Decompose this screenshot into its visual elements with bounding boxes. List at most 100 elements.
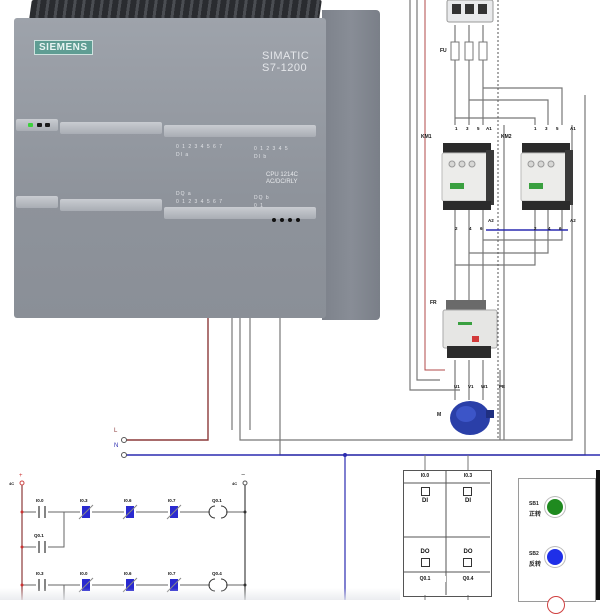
terminal-label: A1 [486, 126, 492, 131]
motor-terminal-label: PE [499, 384, 505, 389]
l-label: L [114, 428, 118, 434]
contact-label: I0.0 [36, 498, 44, 503]
do-type-label: DO [420, 549, 430, 555]
motor-terminal-label: V1 [468, 384, 474, 389]
contact-label: I0.7 [168, 571, 176, 576]
control-panel: SB1 正转 SB2 反转 [518, 478, 596, 614]
io-module-grid [403, 470, 490, 595]
dq-channels-a: 0 1 2 3 4 5 6 7 [176, 199, 223, 205]
rail-node [20, 583, 24, 587]
forward-button[interactable] [547, 499, 563, 515]
dq-channels-b: 0 1 [254, 203, 264, 209]
error-led [37, 123, 42, 127]
coil-gap [210, 505, 226, 519]
contact-nc-slash [166, 504, 182, 520]
sb1-label: 正转 [529, 512, 542, 518]
di-indicator-1 [463, 487, 472, 496]
left-rail-polarity: + [19, 473, 23, 479]
simatic-label: SIMATIC S7-1200 [262, 50, 309, 74]
contact-gap [36, 541, 48, 553]
l-terminal [121, 437, 127, 443]
terminal-label: 3 [466, 126, 469, 131]
terminal-label: A2 [570, 218, 576, 223]
terminal-label: 4 [469, 226, 472, 231]
sb2-id: SB2 [529, 551, 539, 557]
contact-label: I0.0 [80, 571, 88, 576]
do-indicator-0 [421, 558, 430, 567]
thermal-relay-fr [442, 300, 498, 358]
di-type-label: DI [422, 498, 428, 504]
series-line1: SIMATIC [262, 50, 310, 62]
motor-terminal-label: U1 [454, 384, 460, 389]
io-cover-strip-bottom [164, 207, 316, 219]
coil-label: Q0.1 [212, 498, 222, 503]
do-indicator-1 [463, 558, 472, 567]
reverse-button[interactable] [547, 549, 563, 565]
breaker-toggle [465, 4, 474, 14]
io-led [272, 218, 276, 222]
breaker-toggle [452, 4, 461, 14]
terminal-label: 5 [477, 126, 480, 131]
io-output-address: Q0.4 [447, 576, 489, 582]
right-terminal-label: 4C [232, 481, 237, 486]
siemens-logo: SIEMENS [34, 40, 93, 55]
frame-edge [596, 470, 600, 600]
terminal-label: 6 [559, 226, 562, 231]
branch-contact-label: Q0.1 [34, 533, 44, 538]
power-wires [231, 0, 586, 456]
fuse-group [450, 41, 488, 61]
breaker-toggle [478, 4, 487, 14]
contactor-km1 [441, 143, 494, 210]
io-output-address: Q0.1 [404, 576, 446, 582]
ladder-diagram: + − 4C 4C [9, 472, 248, 600]
coil-label: Q0.4 [212, 571, 222, 576]
io-input-address: I0.0 [420, 473, 430, 479]
sb1-id: SB1 [529, 501, 539, 507]
terminal-label: 5 [556, 126, 559, 131]
terminal-label: A2 [488, 218, 494, 223]
cpu-model-label: CPU 1214C AC/DC/RLY [266, 172, 298, 186]
terminal-label: A1 [570, 126, 576, 131]
di-header-b: DI b [254, 154, 268, 160]
terminal-label: 6 [480, 226, 483, 231]
sb2-label: 反转 [529, 562, 542, 568]
cover-strip-bottom [60, 199, 162, 211]
maint-led [45, 123, 50, 127]
rail-node [243, 583, 247, 587]
coil-left-arc [208, 505, 216, 519]
terminal-label: 3 [545, 126, 548, 131]
video-overlay-fade [0, 588, 400, 600]
series-line2: S7-1200 [262, 62, 308, 74]
km1-label: KM1 [421, 134, 432, 140]
io-led [280, 218, 284, 222]
control-red-wire [424, 0, 445, 371]
do-type-label: DO [463, 549, 473, 555]
contact-gap [36, 506, 48, 518]
fr-label: FR [430, 300, 437, 306]
right-rail-terminal [242, 480, 248, 486]
terminal-label: 2 [455, 226, 458, 231]
terminal-label: 2 [534, 226, 537, 231]
coil-right-arc [220, 505, 228, 519]
cpu-model: CPU 1214C [266, 172, 299, 178]
dq-header-b: DQ b [254, 195, 270, 201]
io-led [288, 218, 292, 222]
terminal-label: 4 [548, 226, 551, 231]
dq-header-a: DQ a [176, 191, 192, 197]
rail-node [20, 545, 24, 549]
contact-label: I0.7 [168, 498, 176, 503]
contactor-km2 [520, 143, 573, 210]
io-input-address: I0.3 [463, 473, 473, 479]
contact-label: I0.6 [124, 498, 132, 503]
di-indicator-0 [421, 487, 430, 496]
km2-label: KM2 [501, 134, 512, 140]
contact-nc-slash [78, 504, 94, 520]
di-channels-b: 0 1 2 3 4 5 [254, 146, 289, 152]
contact-nc-slash [122, 504, 138, 520]
fuse-label: FU [440, 48, 447, 54]
right-rail-polarity: − [241, 472, 245, 479]
stop-button[interactable] [547, 596, 565, 614]
junction-dot [343, 453, 347, 457]
cover-strip [60, 122, 162, 134]
